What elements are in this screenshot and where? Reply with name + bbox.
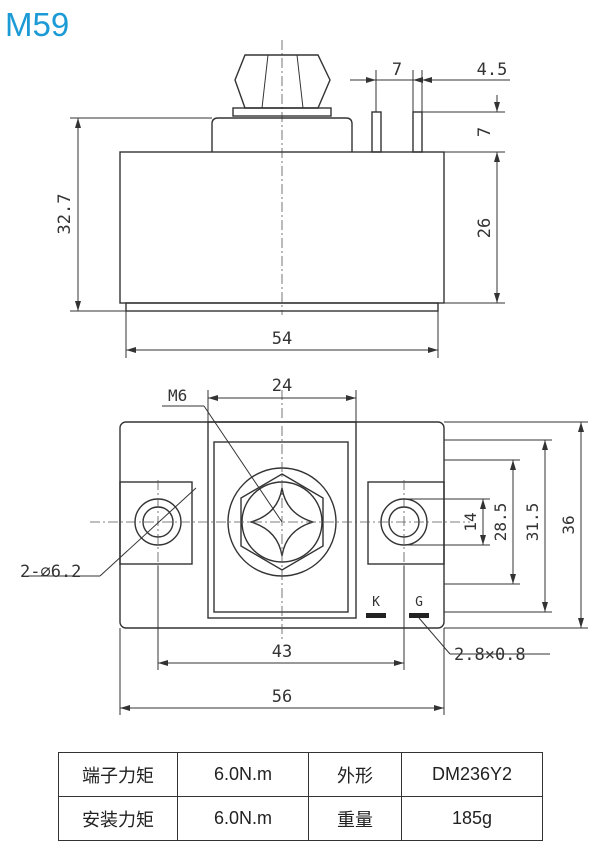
washer [232, 107, 332, 117]
terminal-k-label: K [372, 595, 380, 610]
dim-14: 14 [461, 512, 480, 531]
hex-nut [234, 54, 331, 109]
dim-36: 36 [559, 515, 578, 534]
spec-label-terminal-torque: 端子力矩 [58, 752, 178, 797]
spec-value-package: DM236Y2 [401, 752, 543, 797]
screw-frame-inner [213, 441, 349, 613]
model-title: M59 [5, 6, 69, 43]
dim-28-5: 28.5 [491, 503, 510, 542]
terminal-size-label: 2.8×0.8 [454, 645, 526, 665]
spec-label-mounting-torque: 安装力矩 [58, 796, 178, 841]
top-view: K G 24 M6 2-⌀6.2 43 56 [20, 376, 588, 715]
spec-value-weight: 185g [401, 796, 543, 841]
side-view: 32.7 26 7 7 4.5 54 [55, 40, 510, 358]
screw-boss [211, 117, 353, 152]
spec-value-terminal-torque: 6.0N.m [177, 752, 309, 797]
spec-table: 端子力矩 6.0N.m 外形 DM236Y2 安装力矩 6.0N.m 重量 18… [58, 752, 543, 841]
dim-pin-spacing: 7 [392, 60, 402, 80]
table-row: 安装力矩 6.0N.m 重量 185g [58, 796, 543, 841]
terminal-k-mark [366, 613, 386, 618]
spec-label-package: 外形 [308, 752, 402, 797]
table-row: 端子力矩 6.0N.m 外形 DM236Y2 [58, 752, 543, 797]
dim-body-height: 26 [475, 218, 495, 238]
dim-overall-width: 56 [272, 687, 292, 707]
pin-g [412, 111, 423, 153]
dim-screw-box-width: 24 [272, 376, 292, 396]
dim-hole-pitch: 43 [272, 642, 292, 662]
screw-label: M6 [168, 386, 187, 405]
spec-label-weight: 重量 [308, 796, 402, 841]
left-mounting-block [119, 481, 193, 565]
base-plate [125, 302, 439, 312]
terminal-g-label: G [415, 595, 423, 610]
dim-pin-width: 4.5 [477, 60, 508, 80]
pin-k [371, 111, 382, 153]
dim-31-5: 31.5 [523, 503, 542, 542]
dim-pin-height: 7 [475, 127, 495, 137]
dim-width: 54 [272, 329, 292, 349]
hole-label: 2-⌀6.2 [20, 562, 81, 582]
dim-height-total: 32.7 [55, 194, 75, 235]
terminal-g-mark [409, 613, 429, 618]
right-terminal-block [367, 481, 445, 565]
spec-value-mounting-torque: 6.0N.m [177, 796, 309, 841]
